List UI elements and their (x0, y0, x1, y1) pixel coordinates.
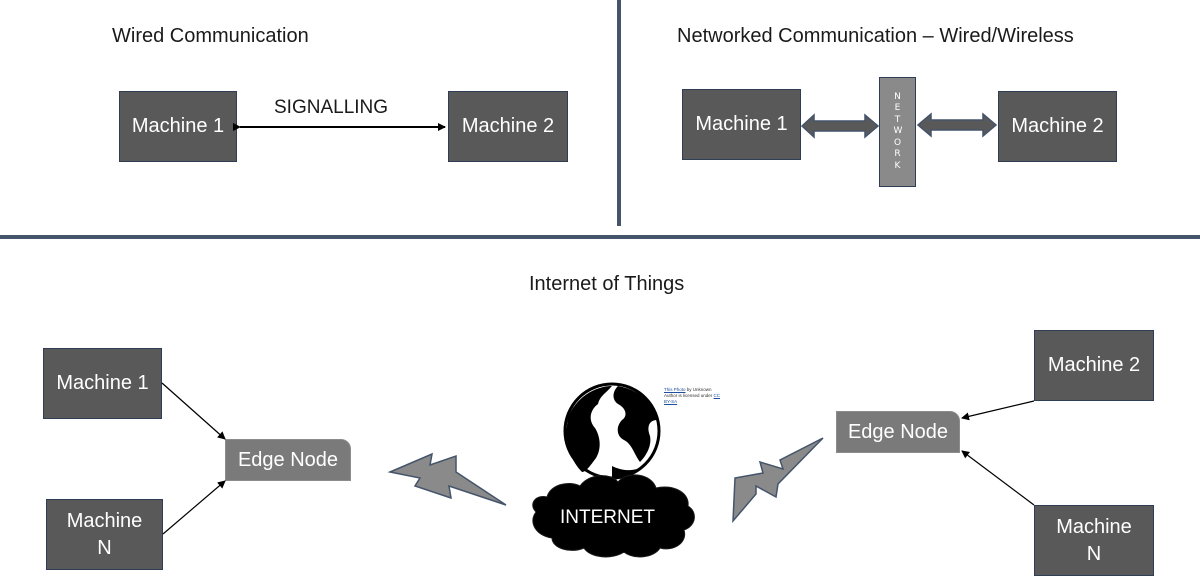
network-label: NETWORK (893, 91, 903, 171)
credit-text: by Unknown Author is licensed under (664, 387, 714, 398)
horizontal-divider (0, 235, 1200, 239)
photo-credit: This Photo by Unknown Author is licensed… (664, 387, 724, 405)
connector-left-machine1-edge (161, 382, 226, 440)
iot-left-machine-n: Machine N (46, 499, 163, 570)
wired-machine-2: Machine 2 (448, 91, 568, 162)
connector-right-machine2-edge (961, 400, 1035, 421)
network-arrow-left (800, 113, 880, 139)
signalling-label: SIGNALLING (274, 97, 389, 118)
vertical-divider (617, 0, 621, 226)
credit-link-photo[interactable]: This Photo (664, 387, 686, 392)
globe-icon (563, 382, 661, 480)
wired-machine-1: Machine 1 (119, 91, 237, 162)
lightning-bolt-right (732, 437, 824, 524)
internet-label: INTERNET (560, 507, 655, 528)
wired-title: Wired Communication (112, 25, 309, 47)
credit-link-license[interactable]: CC BY-SA (664, 393, 721, 404)
networked-machine-2: Machine 2 (998, 91, 1117, 162)
iot-left-edge-node: Edge Node (225, 439, 351, 481)
internet-cloud (532, 474, 695, 558)
iot-left-machine-1: Machine 1 (43, 348, 162, 419)
network-bar: NETWORK (879, 77, 916, 187)
networked-title: Networked Communication – Wired/Wireless (677, 25, 1074, 47)
lightning-bolt-left (387, 452, 507, 506)
networked-machine-1: Machine 1 (682, 89, 801, 160)
connector-left-machinen-edge (162, 480, 226, 535)
iot-title: Internet of Things (529, 273, 685, 295)
network-arrow-right (916, 112, 998, 138)
iot-right-edge-node: Edge Node (836, 411, 960, 453)
iot-right-machine-n: Machine N (1034, 505, 1154, 576)
iot-right-machine-2: Machine 2 (1034, 330, 1154, 401)
connector-right-machinen-edge (961, 450, 1035, 506)
